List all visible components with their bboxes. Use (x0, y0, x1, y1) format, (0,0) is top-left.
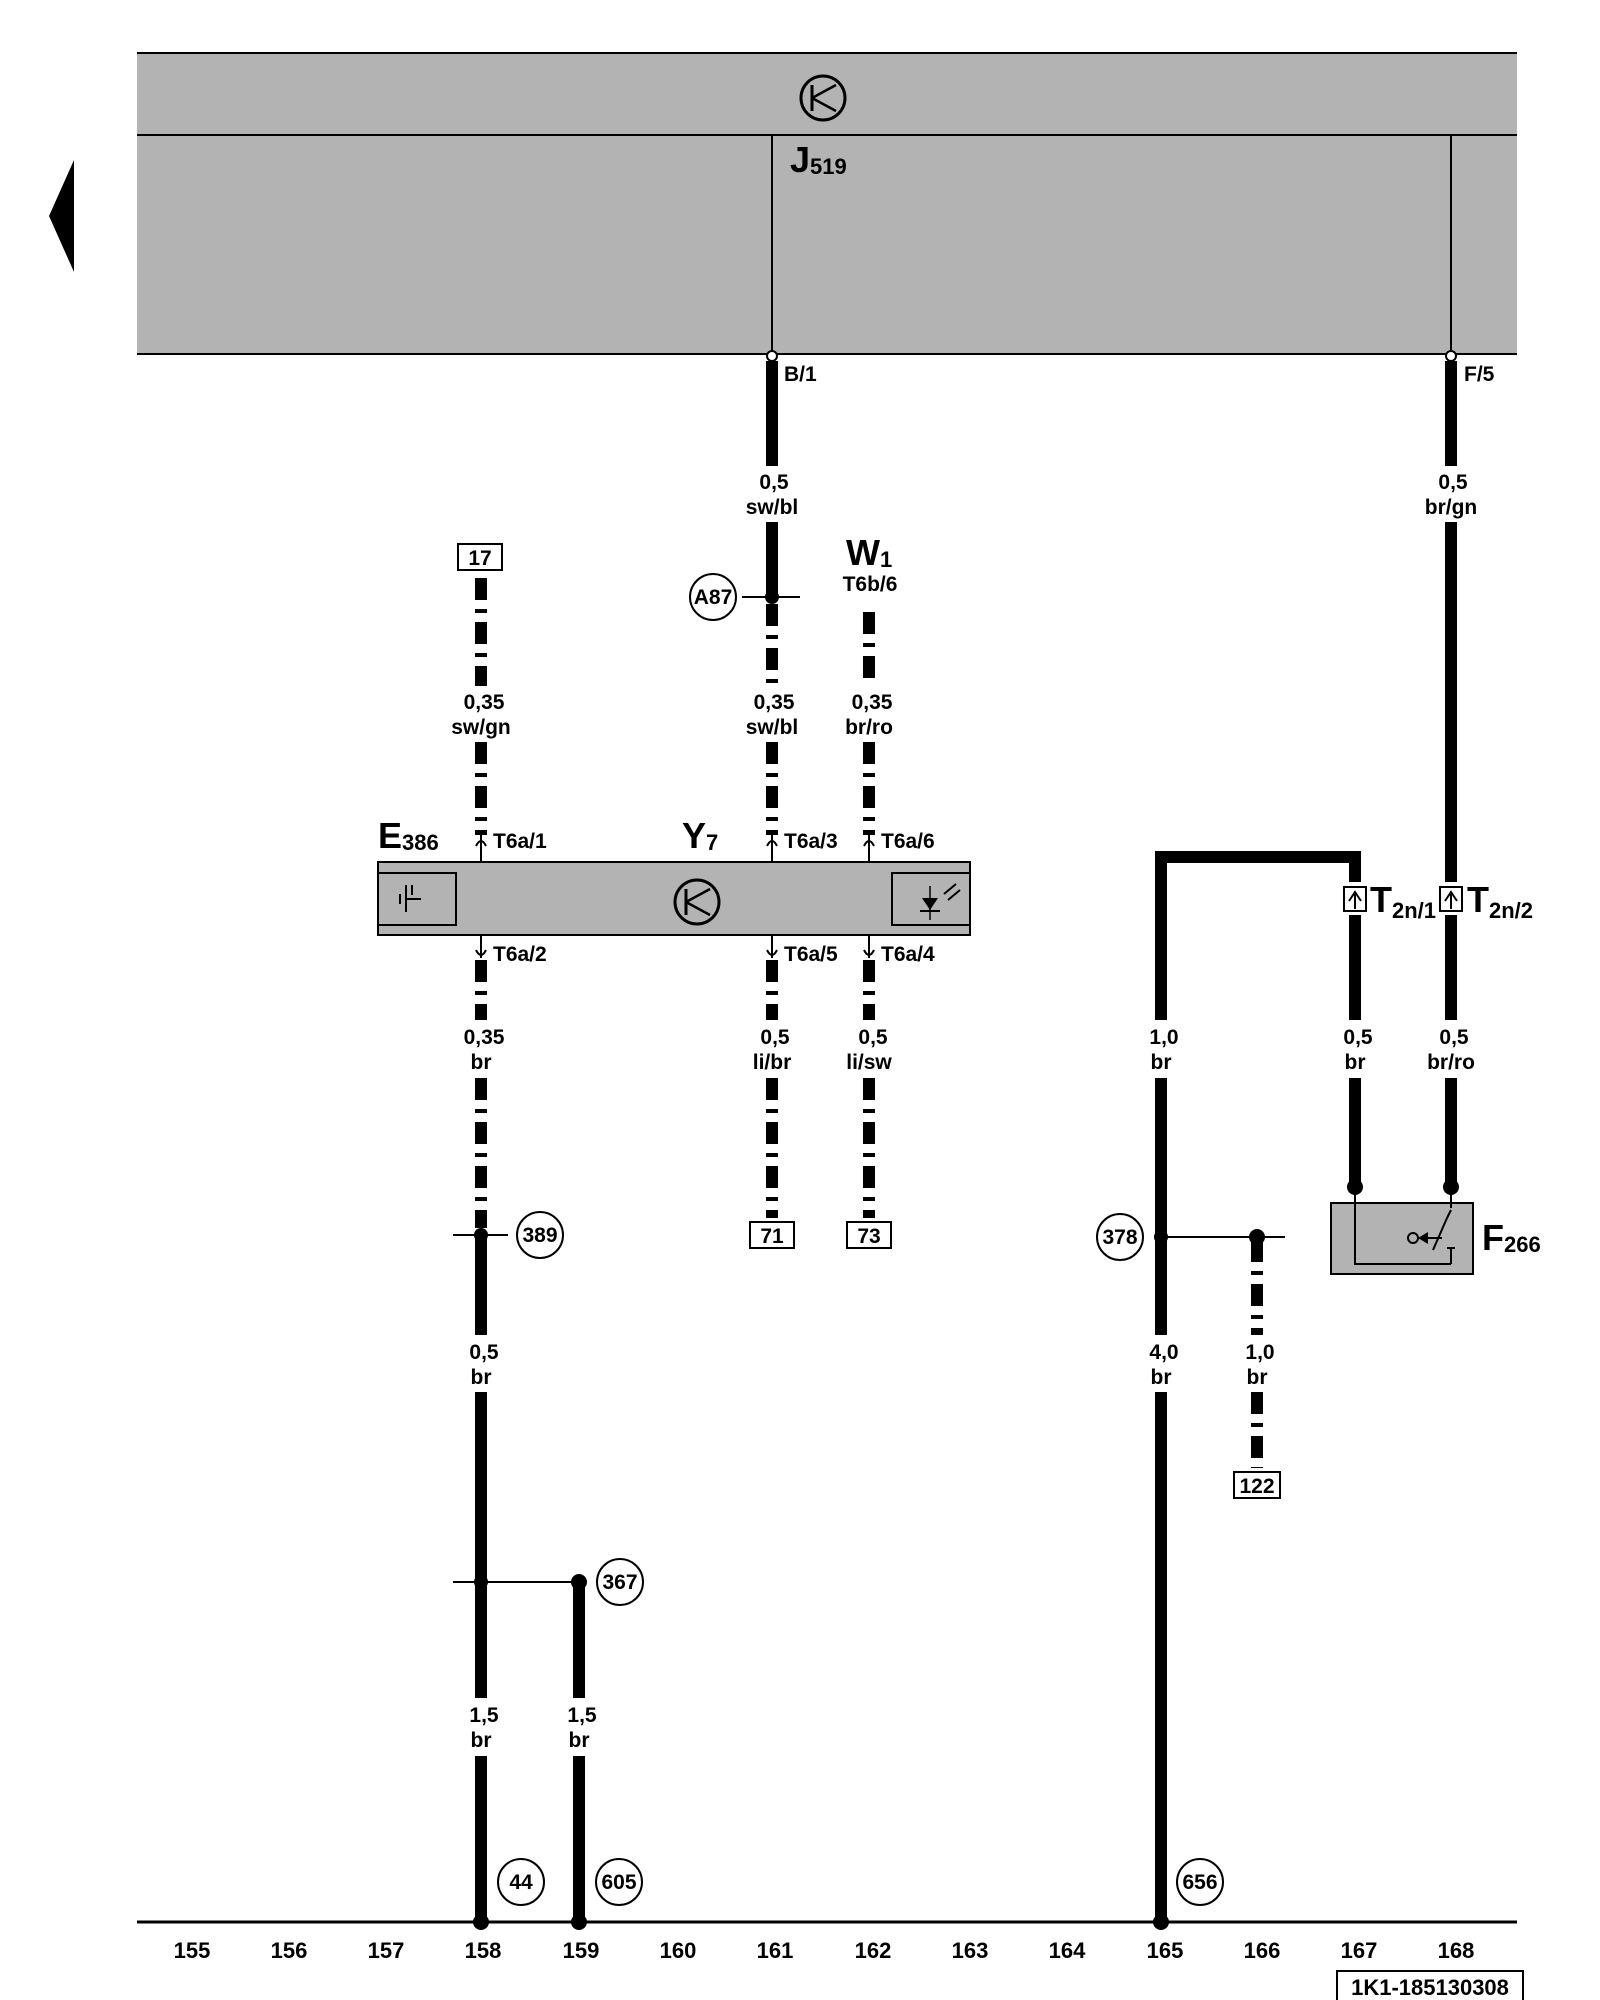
column-numbers: 155 156 157 158 159 160 161 162 163 164 … (174, 1938, 1475, 1963)
wire-color: br (471, 1051, 492, 1074)
wire-size: 0,5 (1439, 1026, 1469, 1049)
column-number: 158 (465, 1938, 502, 1963)
column-number: 156 (271, 1938, 308, 1963)
wire-size: 1,5 (469, 1704, 499, 1727)
wire-color: br/ro (1427, 1051, 1475, 1074)
node-605: 605 (601, 1871, 636, 1894)
j519-label: J519 (790, 139, 847, 180)
wire-color: br (569, 1729, 590, 1752)
wire-color: br (471, 1729, 492, 1752)
wire-color: sw/gn (451, 716, 511, 739)
wire-size: 0,35 (464, 691, 505, 714)
f266-label: F266 (1482, 1217, 1541, 1258)
column-number: 165 (1147, 1938, 1184, 1963)
w1-label: W1 (846, 532, 892, 573)
diagram-code: 1K1-185130308 (1351, 1975, 1509, 2000)
wire-size: 0,5 (759, 471, 789, 494)
pin-t6a4: T6a/4 (881, 943, 935, 966)
switch-icon (399, 885, 421, 912)
node-44: 44 (509, 1871, 533, 1894)
node-656: 656 (1182, 1871, 1217, 1894)
wire-size: 0,35 (464, 1026, 505, 1049)
column-number: 159 (563, 1938, 600, 1963)
contact-switch-icon (1407, 1209, 1455, 1264)
page-back-arrow[interactable] (49, 160, 74, 272)
wire-size: 0,5 (858, 1026, 888, 1049)
column-number: 160 (660, 1938, 697, 1963)
column-number: 166 (1244, 1938, 1281, 1963)
led-icon (920, 883, 961, 920)
node-389: 389 (522, 1224, 557, 1247)
wire-size: 0,35 (852, 691, 893, 714)
node-378: 378 (1102, 1226, 1137, 1249)
pin-f5: F/5 (1464, 363, 1495, 386)
ref-73: 73 (857, 1225, 880, 1248)
t2n1-label: T2n/1 (1370, 879, 1436, 923)
wire-size: 0,5 (760, 1026, 790, 1049)
column-number: 155 (174, 1938, 211, 1963)
pin-t6a5: T6a/5 (784, 943, 838, 966)
wire-color: br (471, 1366, 492, 1389)
wire-size: 0,5 (469, 1341, 499, 1364)
wire-color: br/gn (1425, 496, 1478, 519)
w1-pin: T6b/6 (843, 573, 898, 596)
component-y7-e386 (377, 861, 971, 936)
column-number: 164 (1049, 1938, 1086, 1963)
wire-color: li/br (753, 1051, 792, 1074)
e386-label: E386 (378, 815, 439, 856)
column-number: 162 (855, 1938, 892, 1963)
column-number: 168 (1438, 1938, 1475, 1963)
wire-size: 1,5 (567, 1704, 597, 1727)
node-367: 367 (602, 1571, 637, 1594)
pin-t6a6: T6a/6 (881, 830, 935, 853)
wire-color: br (1151, 1051, 1172, 1074)
connector-t2n2 (1439, 886, 1463, 912)
pin-t6a2: T6a/2 (493, 943, 547, 966)
pin-t6a3: T6a/3 (784, 830, 838, 853)
wire-color: br (1151, 1366, 1172, 1389)
wire-color: sw/bl (746, 496, 799, 519)
module-j519: J519 (137, 52, 1517, 355)
node-a87: A87 (694, 586, 733, 609)
wire-size: 4,0 (1149, 1341, 1178, 1364)
ref-17: 17 (468, 547, 491, 570)
connector-t2n1 (1343, 886, 1367, 912)
component-f266 (1330, 1194, 1474, 1275)
ref-122: 122 (1239, 1475, 1274, 1498)
wire-color: br/ro (845, 716, 893, 739)
wire-size: 0,5 (1438, 471, 1468, 494)
column-number: 167 (1341, 1938, 1378, 1963)
wire-color: br (1247, 1366, 1268, 1389)
control-unit-icon (673, 878, 721, 926)
wire-color: sw/bl (746, 716, 799, 739)
wire-size: 0,35 (754, 691, 795, 714)
ref-71: 71 (760, 1225, 784, 1248)
pin-t6a1: T6a/1 (493, 830, 547, 853)
t2n2-label: T2n/2 (1467, 879, 1533, 923)
wire-color: br (1345, 1051, 1366, 1074)
wire-size: 1,0 (1245, 1341, 1274, 1364)
column-number: 157 (368, 1938, 405, 1963)
column-number: 161 (757, 1938, 794, 1963)
pin-b1: B/1 (784, 363, 817, 386)
wire-size: 1,0 (1149, 1026, 1178, 1049)
control-unit-icon (799, 74, 847, 122)
column-number: 163 (952, 1938, 989, 1963)
wire-color: li/sw (846, 1051, 892, 1074)
wire-size: 0,5 (1343, 1026, 1373, 1049)
y7-label: Y7 (682, 815, 718, 856)
